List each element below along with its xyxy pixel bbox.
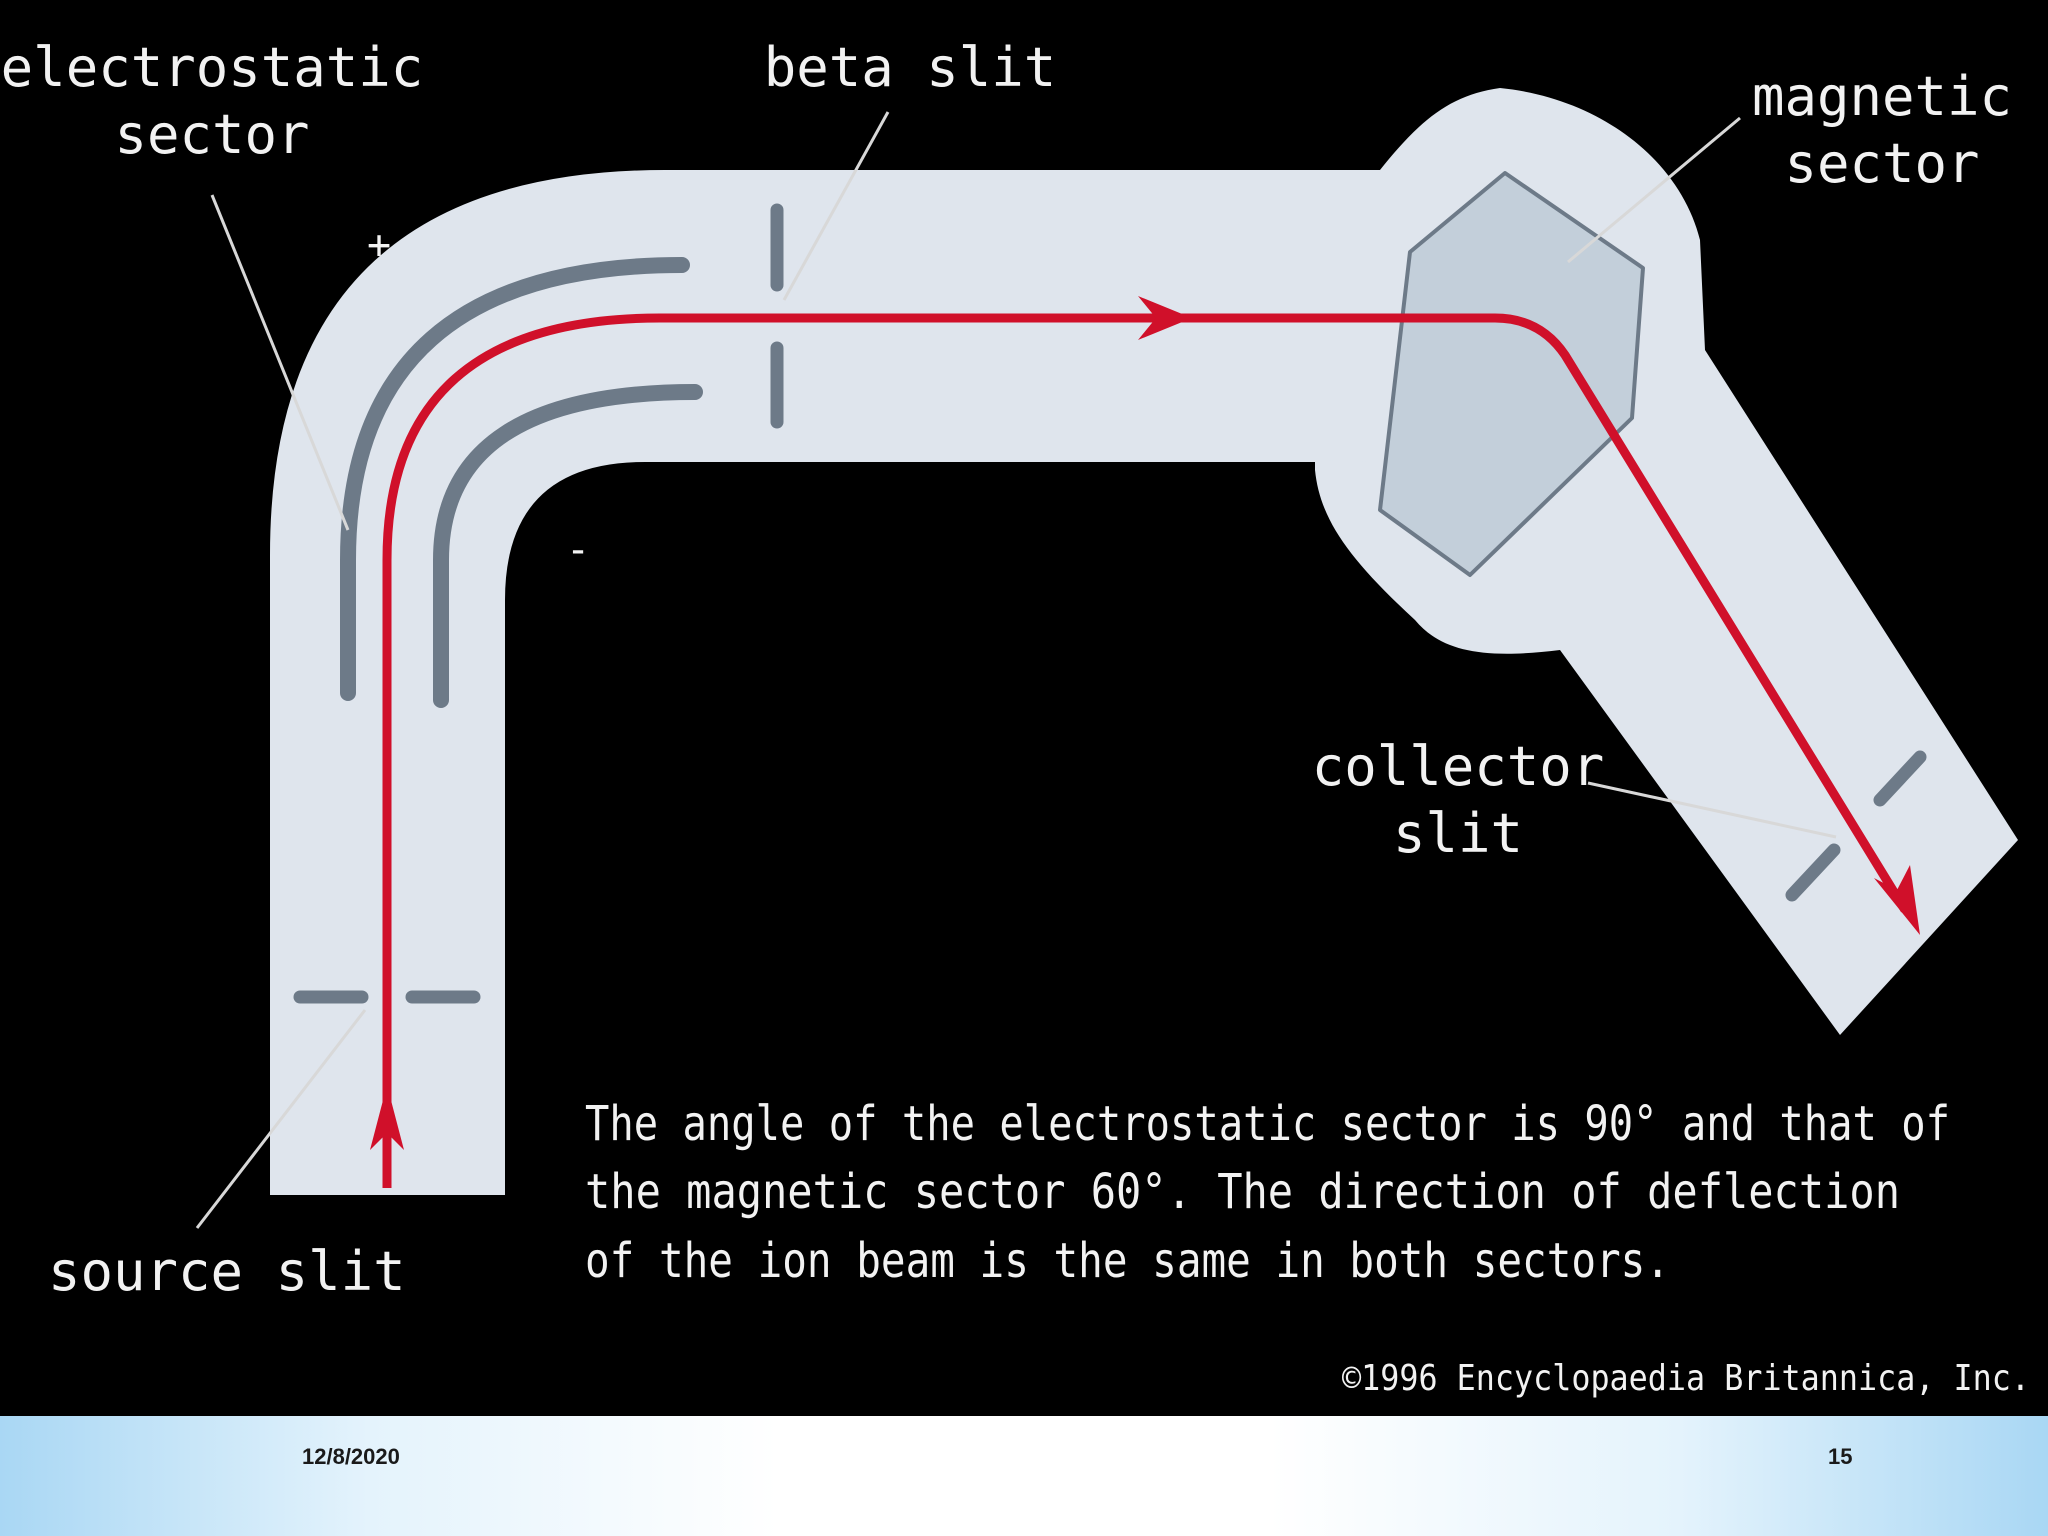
label-electrostatic-line1: electrostatic (1, 36, 424, 99)
minus-sign: - (566, 527, 590, 573)
beam-arrow-right (1138, 296, 1192, 340)
footer-page-number: 15 (1828, 1444, 1853, 1469)
electrode-positive (340, 257, 690, 701)
pointer-source (195, 1009, 367, 1229)
electrode-negative (433, 384, 703, 708)
footer-date: 12/8/2020 (302, 1444, 400, 1469)
magnet-pole (1378, 171, 1645, 577)
mass-spectrometer-diagram: + - electrostatic sector beta slit magne… (1, 36, 2030, 1399)
label-beta-slit: beta slit (764, 36, 1057, 99)
label-source-slit: source slit (48, 1240, 406, 1303)
pointer-beta (782, 111, 890, 301)
label-magnetic-line2: sector (1784, 132, 1979, 195)
label-collector-line2: slit (1393, 802, 1523, 865)
label-collector-line1: collector (1312, 735, 1605, 798)
beam-arrow-up (370, 1085, 404, 1150)
pointer-collector (1587, 781, 1837, 839)
plus-sign: + (367, 222, 391, 268)
label-electrostatic-line2: sector (114, 103, 309, 166)
label-magnetic-line1: magnetic (1752, 65, 2012, 128)
beam-arrow-down (1874, 865, 1920, 935)
caption-line-3: of the ion beam is the same in both sect… (585, 1233, 1670, 1289)
caption-line-1: The angle of the electrostatic sector is… (585, 1096, 1950, 1152)
pointer-magnetic (1567, 116, 1741, 264)
slide-footer: 12/8/2020 15 (0, 1416, 2048, 1536)
ion-beam (382, 313, 1909, 1188)
caption-line-2: the magnetic sector 60°. The direction o… (585, 1164, 1900, 1220)
collector-slit-bottom (1785, 843, 1841, 902)
copyright-credit: ©1996 Encyclopaedia Britannica, Inc. (1342, 1358, 2030, 1399)
collector-slit-top (1873, 750, 1927, 807)
pointer-electrostatic (210, 194, 350, 531)
instrument-tube (270, 170, 1380, 1195)
